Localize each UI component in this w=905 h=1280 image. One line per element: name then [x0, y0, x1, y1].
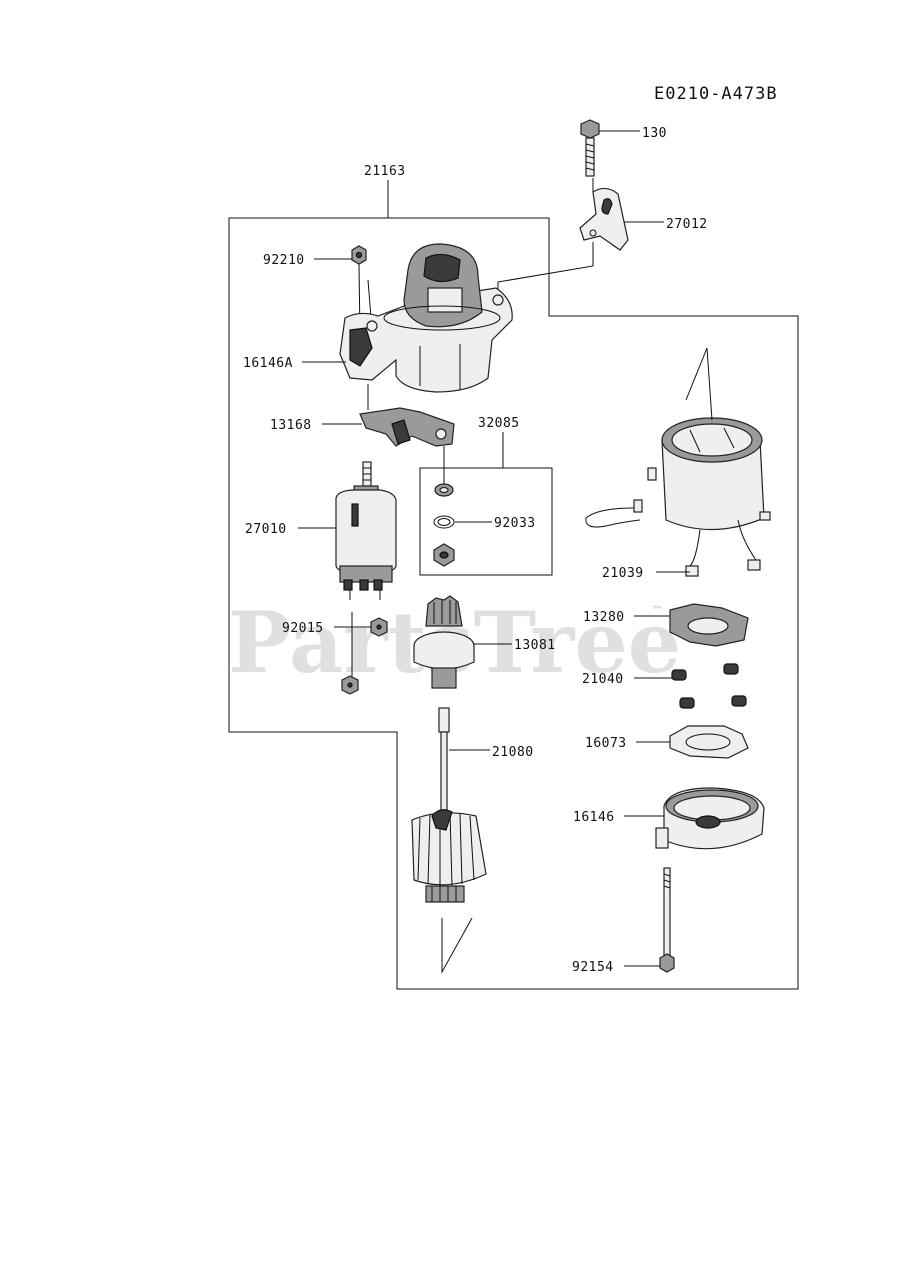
assembly-outline: [228, 217, 799, 990]
washer-92033-part: [433, 483, 455, 567]
label-92154[interactable]: 92154: [572, 960, 614, 975]
label-130[interactable]: 130: [642, 126, 667, 141]
nut-92015-part: [341, 617, 388, 695]
diagram-code: E0210-A473B: [654, 84, 778, 104]
leader-27012-to-housing: [497, 178, 594, 296]
label-21080[interactable]: 21080: [492, 745, 534, 760]
label-21039[interactable]: 21039: [602, 566, 644, 581]
pinion-13081-part: [413, 595, 475, 689]
leader-27010-down: [349, 590, 381, 678]
label-21040[interactable]: 21040: [582, 672, 624, 687]
spring-21040-part: [671, 663, 747, 709]
leader-21039-up: [685, 347, 713, 421]
plate-16073-part: [669, 725, 749, 759]
solenoid-27010-part: [335, 461, 397, 591]
label-32085[interactable]: 32085: [478, 416, 520, 431]
label-16146[interactable]: 16146: [573, 810, 615, 825]
bolt-92154-part: [659, 867, 675, 973]
label-92015[interactable]: 92015: [282, 621, 324, 636]
yoke-21039-part: [585, 417, 771, 577]
label-16146A[interactable]: 16146A: [243, 356, 293, 371]
bolt-130-part: [580, 119, 600, 177]
kit-32085-box: [419, 467, 553, 576]
nut-92210-part: [351, 245, 367, 265]
label-13168[interactable]: 13168: [270, 418, 312, 433]
label-16073[interactable]: 16073: [585, 736, 627, 751]
label-92033[interactable]: 92033: [494, 516, 536, 531]
lever-13168-part: [359, 407, 455, 447]
label-13081[interactable]: 13081: [514, 638, 556, 653]
end-cover-16146-part: [655, 787, 765, 850]
label-92210[interactable]: 92210: [263, 253, 305, 268]
brush-holder-13280-part: [669, 603, 749, 647]
housing-16146A-part: [339, 243, 513, 393]
label-27012[interactable]: 27012: [666, 217, 708, 232]
leader-21080-down: [441, 917, 473, 974]
label-21163[interactable]: 21163: [364, 164, 406, 179]
label-27010[interactable]: 27010: [245, 522, 287, 537]
svg-text:™: ™: [652, 604, 663, 617]
bracket-27012-part: [579, 187, 629, 251]
label-13280[interactable]: 13280: [583, 610, 625, 625]
armature-21080-part: [411, 707, 487, 903]
